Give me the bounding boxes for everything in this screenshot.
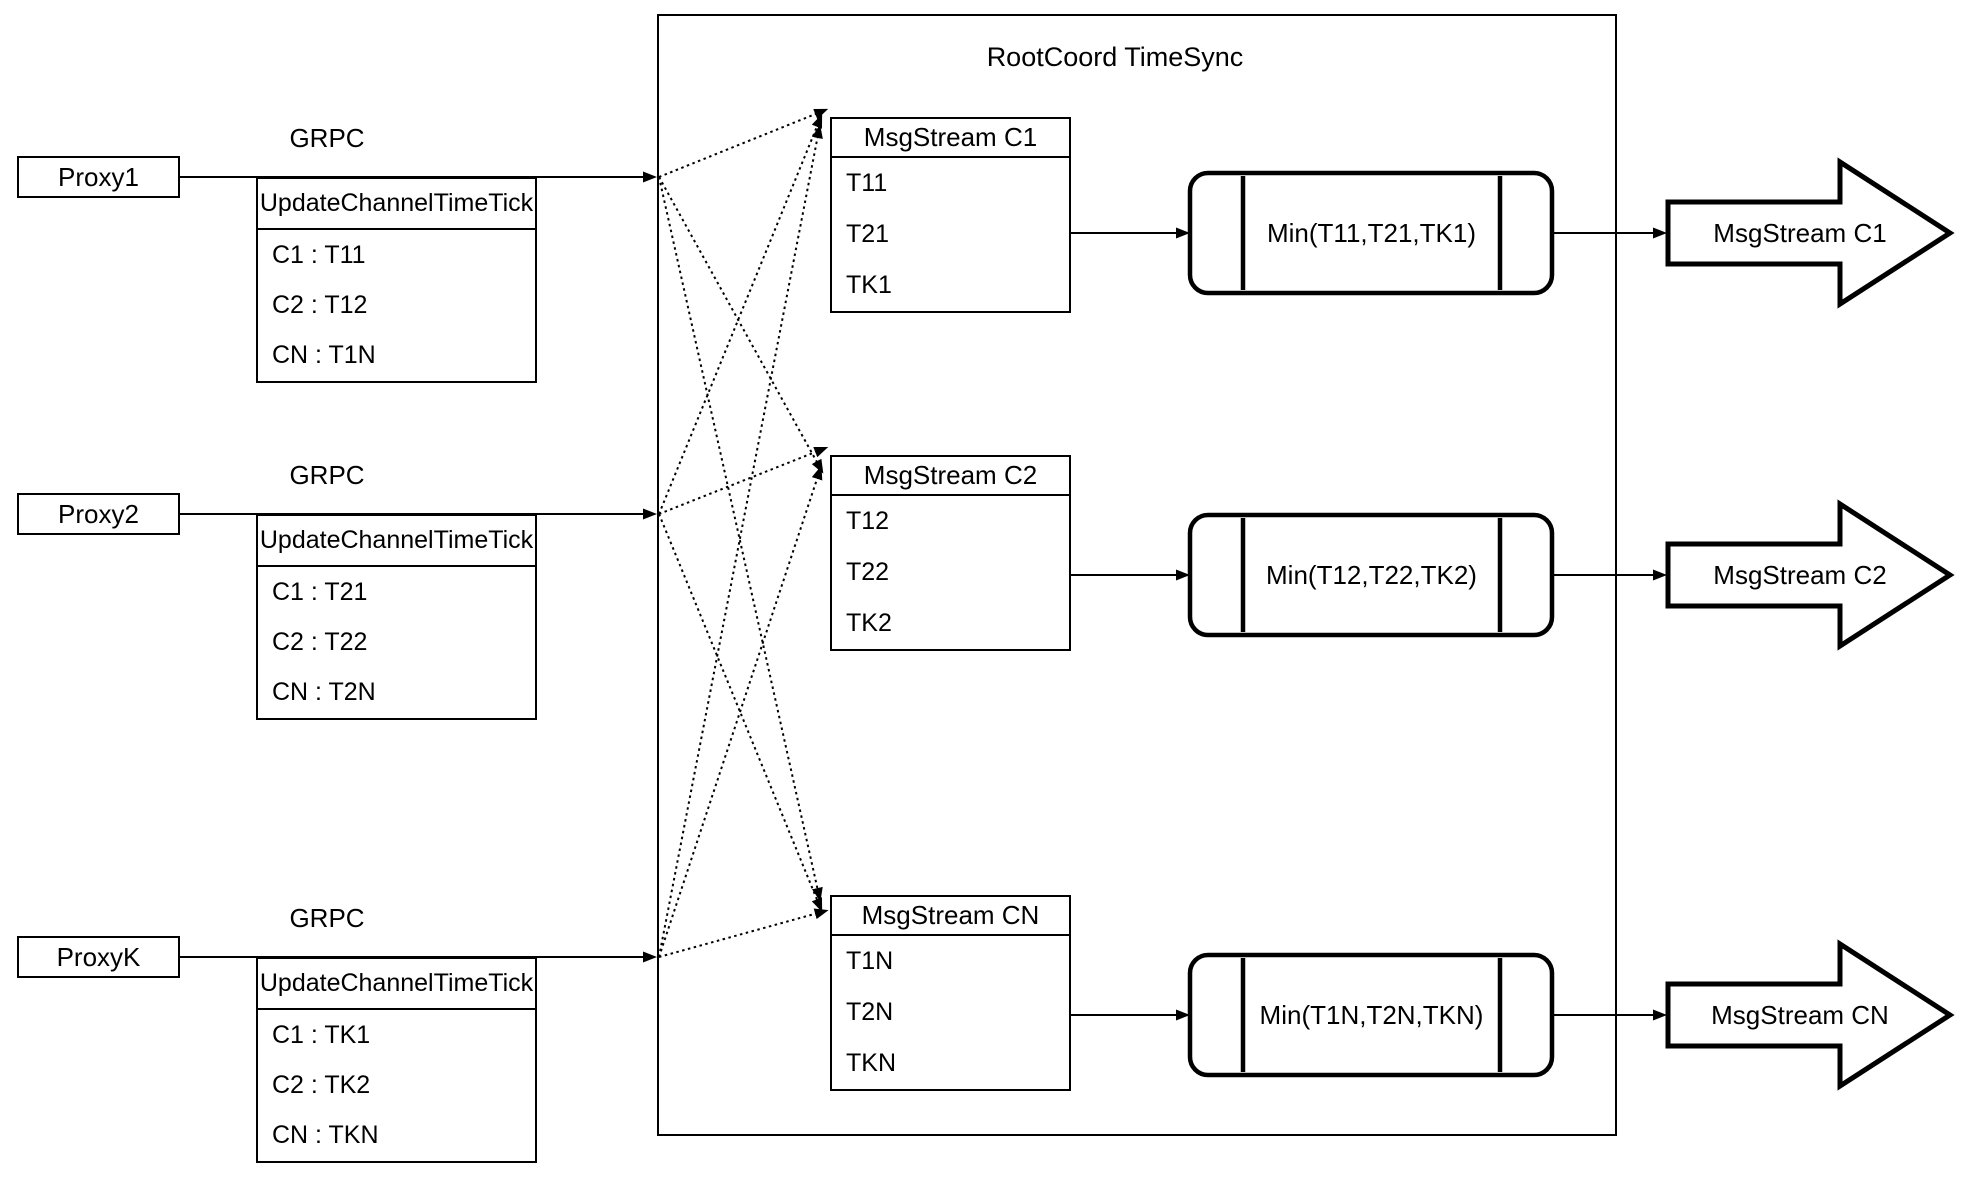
dotted-arrow-p2-cn	[658, 513, 823, 913]
timetick-fanout-lines	[658, 108, 829, 958]
update-channel-timetick-table-proxyk: UpdateChannelTimeTick C1 : TK1 C2 : TK2 …	[256, 957, 537, 1163]
update-table-body: C1 : T21 C2 : T22 CN : T2N	[258, 567, 535, 718]
table-row: C1 : T11	[272, 240, 366, 269]
table-row: C2 : T12	[272, 290, 368, 319]
table-row: CN : T2N	[272, 678, 376, 707]
table-row: CN : T1N	[272, 341, 376, 370]
table-row: T21	[846, 220, 890, 248]
msgstream-cn-table: MsgStream CN T1N T2N TKN	[830, 895, 1071, 1091]
msgstream-table-title: MsgStream C2	[832, 457, 1069, 496]
update-channel-timetick-table-proxy1: UpdateChannelTimeTick C1 : T11 C2 : T12 …	[256, 177, 537, 383]
msgstream-c2-output-arrow	[1665, 499, 1955, 651]
table-row: T2N	[846, 998, 894, 1026]
table-row: T12	[846, 507, 890, 535]
msgstream-table-title: MsgStream CN	[832, 897, 1069, 936]
msgstream-c1-table: MsgStream C1 T11 T21 TK1	[830, 117, 1071, 313]
table-row: CN : TKN	[272, 1121, 379, 1150]
update-table-header: UpdateChannelTimeTick	[258, 959, 535, 1010]
update-table-header: UpdateChannelTimeTick	[258, 179, 535, 230]
rootcoord-timesync-title: RootCoord TimeSync	[986, 42, 1244, 72]
grpc-label-proxyk: GRPC	[289, 903, 365, 933]
msgstream-cn-output-label: MsgStream CN	[1711, 1000, 1889, 1030]
grpc-label-proxy2: GRPC	[289, 460, 365, 490]
table-row: C1 : T21	[272, 577, 368, 606]
dotted-arrow-p2-c2	[658, 446, 829, 515]
update-channel-timetick-table-proxy2: UpdateChannelTimeTick C1 : T21 C2 : T22 …	[256, 514, 537, 720]
msgstream-cn-output-arrow	[1665, 939, 1955, 1091]
min-capsule-c1-label: Min(T11,T21,TK1)	[1266, 218, 1476, 248]
dotted-arrow-pk-c1	[658, 124, 823, 958]
proxy1-label: Proxy1	[58, 161, 139, 192]
dotted-arrow-p1-c1	[658, 108, 829, 178]
table-row: C1 : TK1	[272, 1020, 371, 1049]
rootcoord-timesync-container	[657, 14, 1617, 1136]
msgstream-table-body: T11 T21 TK1	[832, 158, 1069, 311]
proxyk-box: ProxyK	[17, 936, 180, 978]
update-table-body: C1 : TK1 C2 : TK2 CN : TKN	[258, 1010, 535, 1161]
table-row: TKN	[846, 1049, 896, 1077]
min-capsule-c2-label: Min(T12,T22,TK2)	[1266, 560, 1477, 590]
dotted-arrow-p2-c1	[658, 113, 823, 515]
table-row: T1N	[846, 947, 894, 975]
table-row: T22	[846, 558, 890, 586]
table-row: TK1	[846, 271, 892, 299]
msgstream-c1-output-label: MsgStream C1	[1713, 218, 1887, 248]
msgstream-table-body: T12 T22 TK2	[832, 496, 1069, 649]
msgstream-table-body: T1N T2N TKN	[832, 936, 1069, 1089]
proxy2-label: Proxy2	[58, 498, 139, 529]
dotted-arrow-p1-c2	[658, 176, 824, 474]
msgstream-table-title: MsgStream C1	[832, 119, 1069, 158]
table-row: T11	[846, 169, 888, 197]
table-row: C2 : T22	[272, 627, 368, 656]
dotted-arrow-pk-c2	[658, 465, 823, 958]
msgstream-c2-table: MsgStream C2 T12 T22 TK2	[830, 455, 1071, 651]
table-row: TK2	[846, 609, 892, 637]
proxyk-label: ProxyK	[56, 941, 141, 972]
update-table-header: UpdateChannelTimeTick	[258, 516, 535, 567]
grpc-label-proxy1: GRPC	[289, 123, 365, 153]
msgstream-c2-output-label: MsgStream C2	[1713, 560, 1887, 590]
proxy2-box: Proxy2	[17, 493, 180, 535]
proxy1-box: Proxy1	[17, 156, 180, 198]
table-row: C2 : TK2	[272, 1070, 371, 1099]
min-capsule-cn-label: Min(T1N,T2N,TKN)	[1259, 1000, 1484, 1030]
dotted-arrow-p1-cn	[658, 176, 823, 902]
msgstream-c1-output-arrow	[1665, 157, 1955, 309]
update-table-body: C1 : T11 C2 : T12 CN : T1N	[258, 230, 535, 381]
